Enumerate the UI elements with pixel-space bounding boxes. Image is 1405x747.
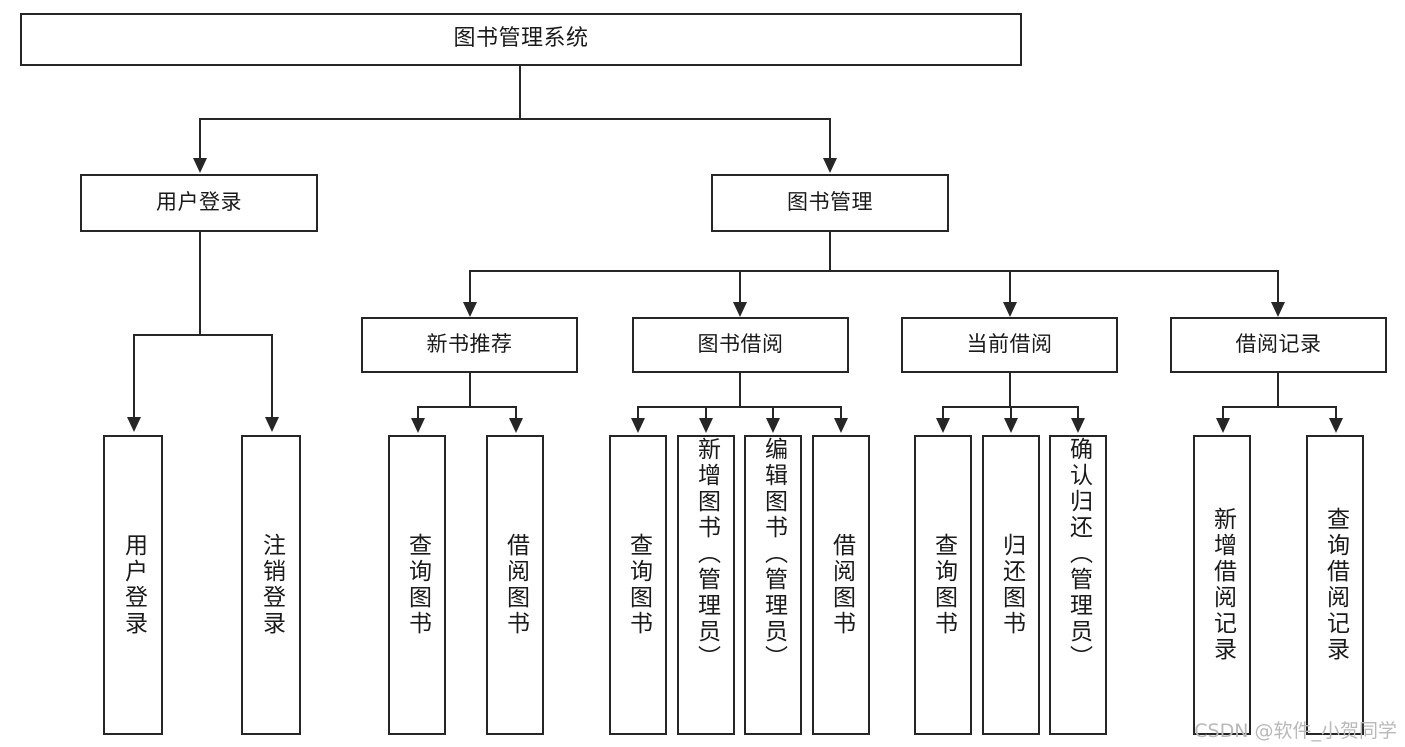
arrowhead-borrow-record [1271, 302, 1285, 317]
node-leaf-add-record-label: 新增借阅记录 [1209, 507, 1236, 663]
node-leaf-borrow-book-1[interactable]: 借阅图书 [486, 435, 544, 735]
connector-cb-stem [1009, 373, 1011, 407]
node-current-borrow[interactable]: 当前借阅 [901, 317, 1118, 373]
node-leaf-confirm-return[interactable]: 确认归还（管理员） [1049, 435, 1107, 735]
arrowhead-query-book-1 [411, 418, 425, 433]
arrowhead-borrow-book-2 [834, 418, 848, 433]
arrowhead-new-book-rec [463, 302, 477, 317]
connector-book-manage-bar [469, 270, 1279, 272]
arrowhead-borrow-book-1 [509, 418, 523, 433]
node-leaf-add-book[interactable]: 新增图书（管理员） [677, 435, 735, 735]
connector-root-stem [519, 65, 521, 118]
node-leaf-user-login[interactable]: 用户登录 [103, 435, 163, 735]
node-current-borrow-label: 当前借阅 [966, 332, 1053, 357]
connector-bb-stem [739, 373, 741, 407]
connector-bb-to-leaf3 [772, 406, 774, 420]
connector-book-manage-stem [829, 232, 831, 271]
node-leaf-query-book-2-label: 查询图书 [625, 533, 652, 637]
node-book-borrow[interactable]: 图书借阅 [632, 317, 849, 373]
node-leaf-query-book-1[interactable]: 查询图书 [388, 435, 446, 735]
arrowhead-leaf-logout [265, 417, 279, 432]
arrowhead-book-manage [823, 158, 837, 173]
connector-bb-to-leaf4 [840, 406, 842, 420]
connector-root-bar [199, 118, 831, 120]
connector-bm-to-borrow-record [1277, 270, 1279, 303]
connector-nbr-bar [417, 406, 517, 408]
node-leaf-return-book-label: 归还图书 [998, 533, 1025, 637]
arrowhead-leaf-user-login [127, 417, 141, 432]
node-leaf-add-record[interactable]: 新增借阅记录 [1193, 435, 1251, 735]
connector-bb-to-leaf2 [705, 406, 707, 420]
node-user-login-label: 用户登录 [156, 190, 242, 215]
node-book-manage[interactable]: 图书管理 [711, 174, 949, 232]
node-borrow-record[interactable]: 借阅记录 [1170, 317, 1387, 373]
node-new-book-rec-label: 新书推荐 [426, 332, 513, 357]
connector-bm-to-current-borrow [1009, 270, 1011, 303]
connector-nbr-to-leaf1 [417, 406, 419, 420]
node-user-login[interactable]: 用户登录 [80, 174, 318, 232]
arrowhead-add-record [1216, 418, 1230, 433]
arrowhead-user-login [193, 158, 207, 173]
connector-br-bar [1222, 406, 1335, 408]
connector-bm-to-new-book-rec [469, 270, 471, 303]
node-leaf-add-book-label: 新增图书（管理员） [693, 437, 720, 671]
node-leaf-return-book[interactable]: 归还图书 [982, 435, 1040, 735]
node-leaf-query-record-label: 查询借阅记录 [1322, 507, 1349, 663]
arrowhead-current-borrow [1003, 302, 1017, 317]
arrowhead-add-book [699, 418, 713, 433]
connector-cb-to-leaf3 [1077, 406, 1079, 420]
connector-root-to-book-manage [829, 118, 831, 159]
connector-user-login-bar [133, 334, 273, 336]
connector-br-stem [1277, 373, 1279, 407]
node-leaf-edit-book-label: 编辑图书（管理员） [760, 437, 787, 671]
node-leaf-query-book-3-label: 查询图书 [930, 533, 957, 637]
node-leaf-borrow-book-1-label: 借阅图书 [502, 533, 529, 637]
node-book-borrow-label: 图书借阅 [697, 332, 784, 357]
arrowhead-query-book-3 [936, 418, 950, 433]
node-leaf-borrow-book-2[interactable]: 借阅图书 [812, 435, 870, 735]
node-leaf-edit-book[interactable]: 编辑图书（管理员） [744, 435, 802, 735]
node-leaf-logout[interactable]: 注销登录 [241, 435, 301, 735]
connector-br-to-leaf1 [1222, 406, 1224, 420]
connector-user-login-stem [199, 232, 201, 335]
connector-root-to-user-login [199, 118, 201, 159]
node-root[interactable]: 图书管理系统 [20, 13, 1022, 66]
node-leaf-query-book-2[interactable]: 查询图书 [609, 435, 667, 735]
connector-bb-bar [637, 406, 841, 408]
connector-cb-to-leaf1 [942, 406, 944, 420]
arrowhead-edit-book [766, 418, 780, 433]
node-book-manage-label: 图书管理 [787, 190, 873, 215]
node-borrow-record-label: 借阅记录 [1235, 332, 1322, 357]
node-leaf-query-book-3[interactable]: 查询图书 [914, 435, 972, 735]
arrowhead-book-borrow [733, 302, 747, 317]
arrowhead-confirm-return [1071, 418, 1085, 433]
connector-bm-to-book-borrow [739, 270, 741, 303]
node-leaf-query-book-1-label: 查询图书 [404, 533, 431, 637]
connector-nbr-stem [469, 373, 471, 407]
connector-user-login-to-leaf2 [271, 334, 273, 418]
node-leaf-query-record[interactable]: 查询借阅记录 [1306, 435, 1364, 735]
connector-cb-to-leaf2 [1010, 406, 1012, 420]
node-leaf-user-login-label: 用户登录 [120, 533, 147, 637]
arrowhead-query-book-2 [631, 418, 645, 433]
connector-bb-to-leaf1 [637, 406, 639, 420]
arrowhead-return-book [1004, 418, 1018, 433]
node-leaf-logout-label: 注销登录 [258, 533, 285, 637]
node-leaf-borrow-book-2-label: 借阅图书 [828, 533, 855, 637]
connector-user-login-to-leaf1 [133, 334, 135, 418]
connector-nbr-to-leaf2 [515, 406, 517, 420]
node-leaf-confirm-return-label: 确认归还（管理员） [1065, 437, 1092, 671]
node-root-label: 图书管理系统 [453, 26, 589, 52]
node-new-book-rec[interactable]: 新书推荐 [361, 317, 578, 373]
connector-br-to-leaf2 [1335, 406, 1337, 420]
arrowhead-query-record [1329, 418, 1343, 433]
